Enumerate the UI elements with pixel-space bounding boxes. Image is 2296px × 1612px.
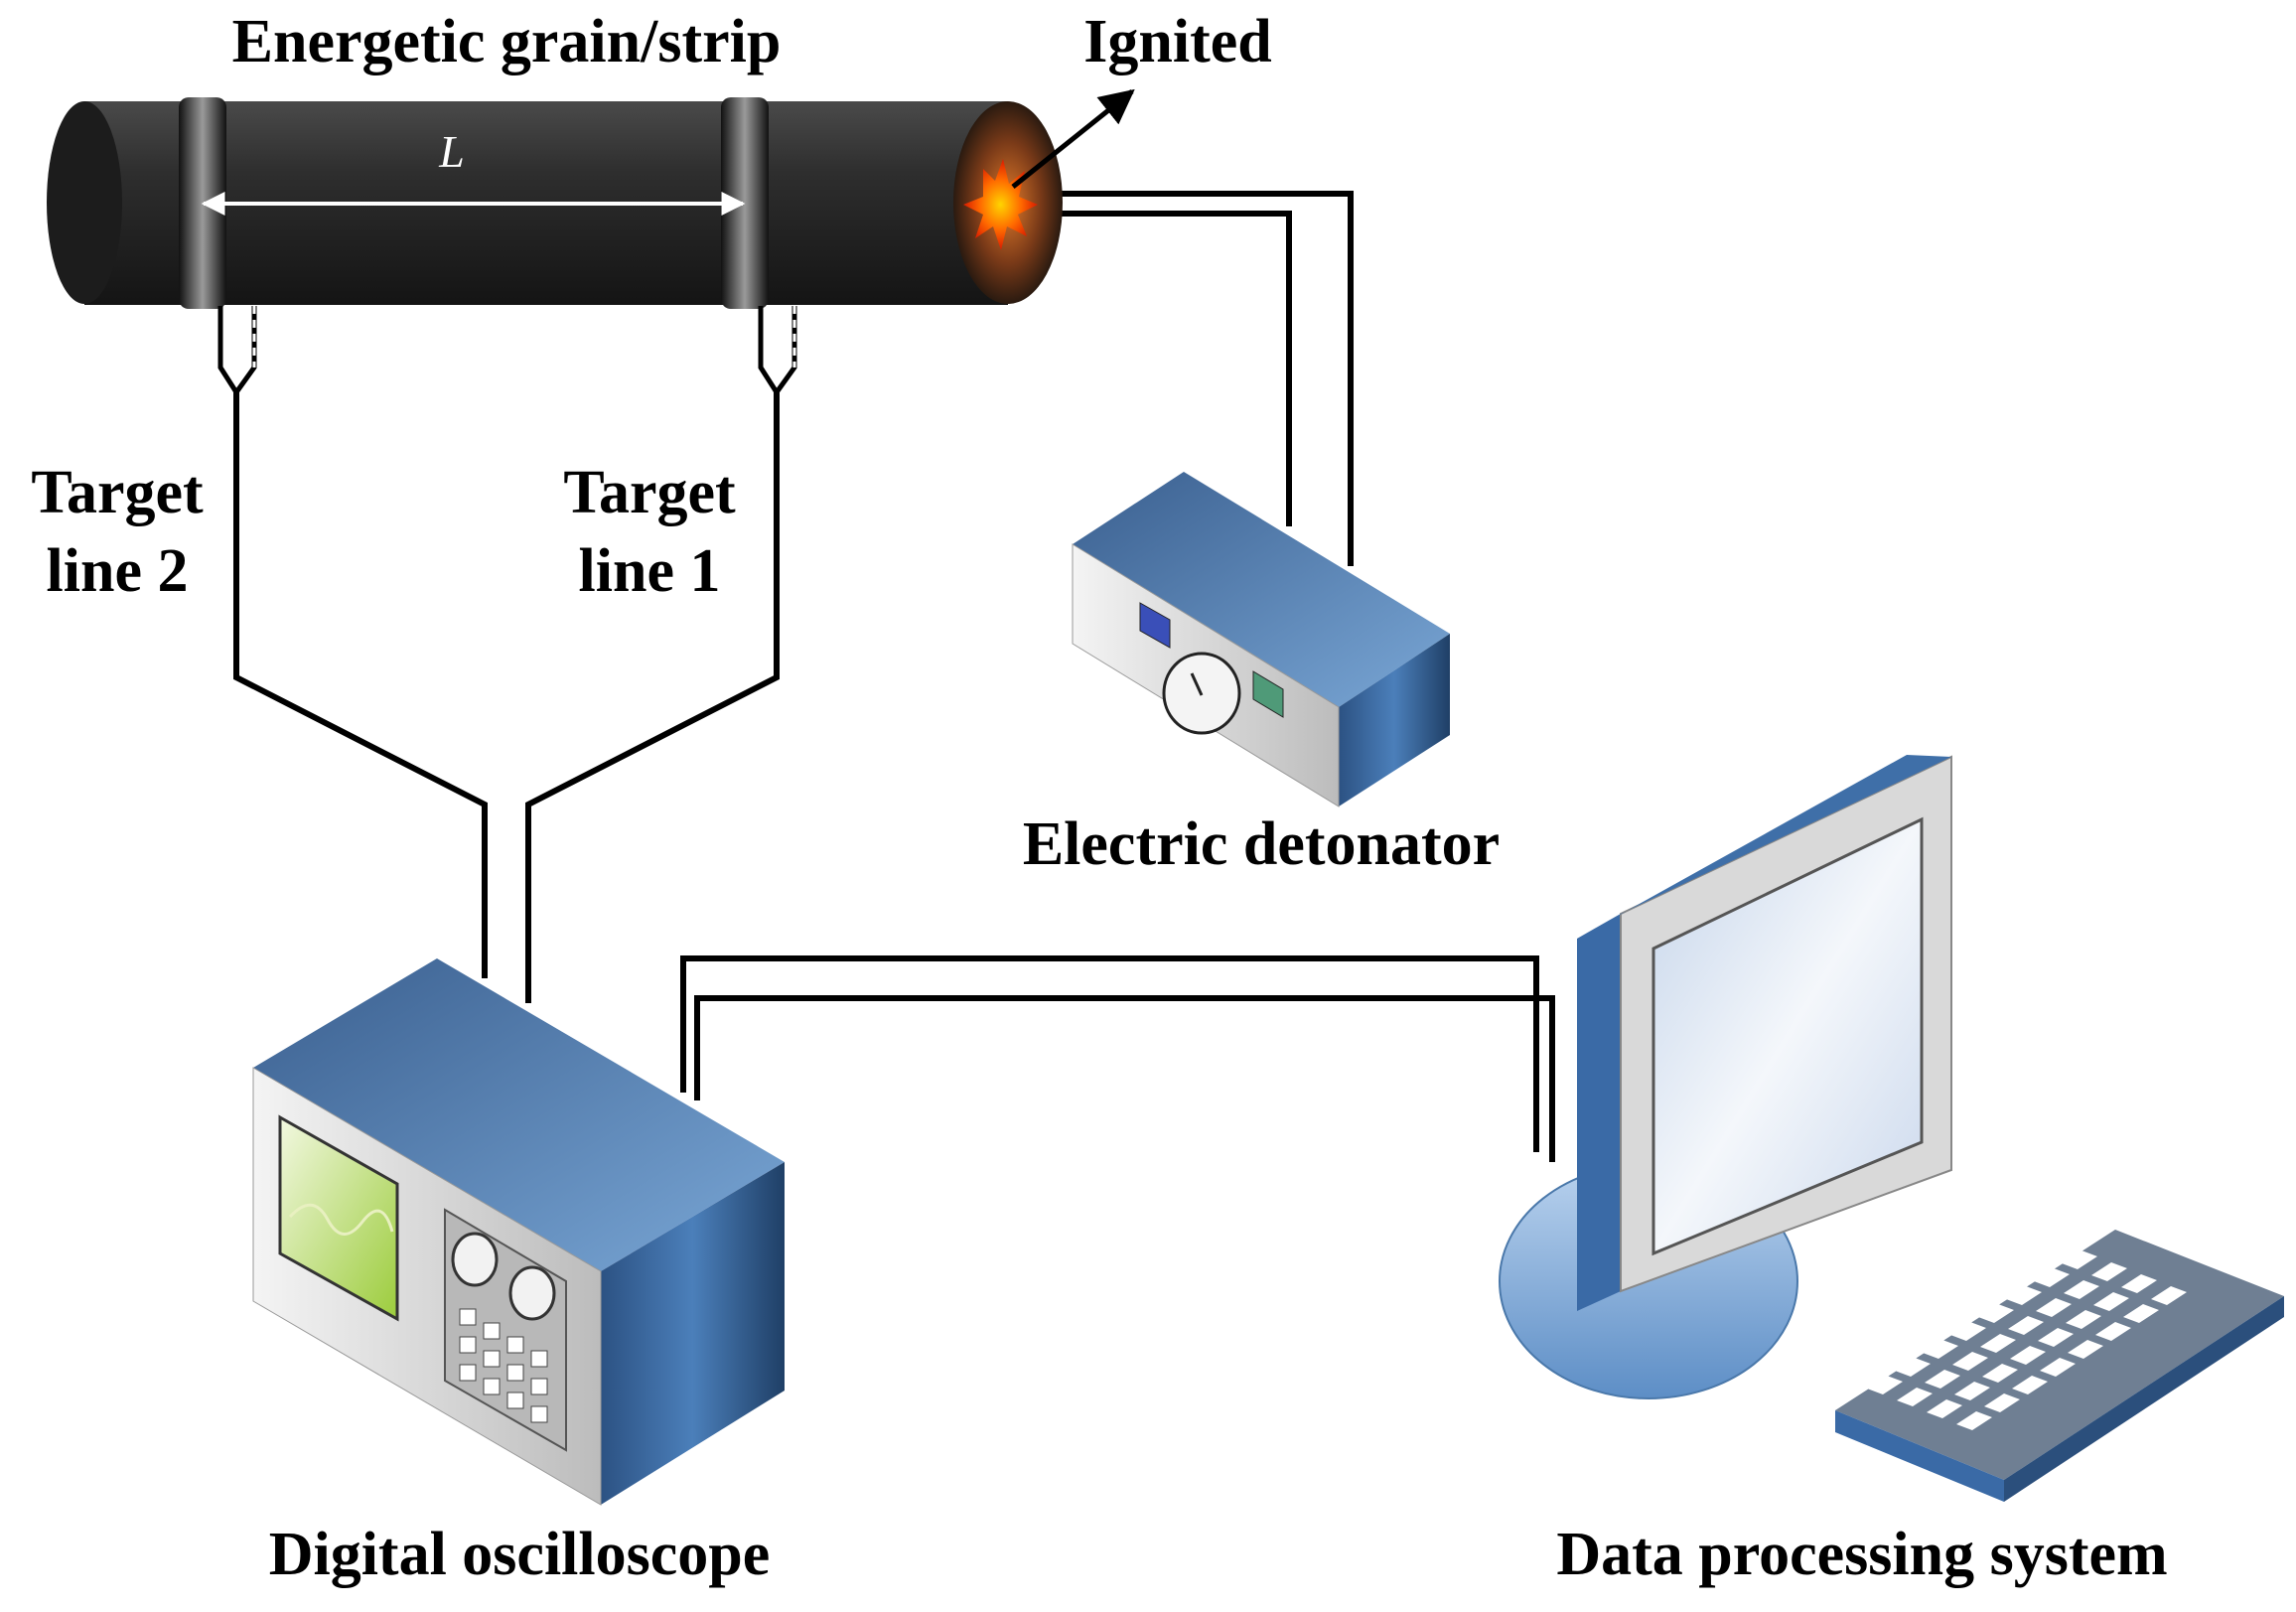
ignited-label: Ignited — [1083, 8, 1271, 75]
keyboard-key — [2095, 1322, 2131, 1341]
keyboard-key — [2006, 1286, 2042, 1305]
keyboard-key — [1954, 1382, 1990, 1400]
keyboard-key — [1923, 1340, 1958, 1359]
keyboard-key — [2012, 1376, 2048, 1394]
computer-label: Data processing system — [1556, 1521, 2167, 1588]
keyboard-key — [2038, 1328, 2074, 1347]
target-line-2-label-line1: Target — [31, 459, 204, 526]
keyboard-key — [1956, 1411, 1992, 1430]
keyboard-key — [1980, 1334, 2016, 1353]
keyboard-key — [2008, 1316, 2044, 1335]
keyboard-key — [2068, 1340, 2103, 1359]
target-line-2-label-line2: line 2 — [47, 537, 189, 605]
keyboard-key — [2064, 1280, 2099, 1299]
digital-oscilloscope — [252, 958, 785, 1506]
keyboard-key — [1925, 1370, 1960, 1389]
monitor-side — [1577, 914, 1621, 1311]
keyboard-key — [1984, 1393, 2020, 1412]
keyboard-key — [1978, 1304, 2014, 1323]
indicator-blue — [1139, 602, 1171, 649]
target-line-1-label-line1: Target — [563, 459, 736, 526]
clip-target-2 — [217, 306, 257, 397]
wire-target-line-2 — [233, 392, 488, 978]
keyboard-key — [2036, 1298, 2072, 1317]
energetic-grain: L — [47, 97, 1063, 397]
keyboard-icon — [1374, 1230, 2284, 1502]
keyboard-key — [1927, 1399, 1962, 1418]
grain-label: Energetic grain/strip — [232, 8, 782, 75]
ignited-arrow — [1011, 88, 1135, 189]
keyboard-key — [1952, 1352, 1988, 1371]
length-label: L — [438, 126, 465, 177]
knob-2 — [508, 1265, 556, 1321]
keyboard-keys — [1867, 1250, 2187, 1430]
target-line-1-label-line2: line 1 — [579, 537, 721, 605]
keyboard-key — [2040, 1358, 2076, 1377]
detonator-label: Electric detonator — [1023, 810, 1500, 878]
oscilloscope-label: Digital oscilloscope — [269, 1521, 771, 1588]
keyboard-key — [2010, 1346, 2046, 1365]
keyboard-key — [2093, 1292, 2129, 1311]
indicator-green — [1252, 670, 1284, 718]
keyboard-key — [2034, 1268, 2070, 1287]
keyboard-key — [1895, 1358, 1931, 1377]
clip-target-1 — [758, 306, 797, 397]
knob-1 — [451, 1232, 499, 1287]
keypad — [459, 1308, 548, 1423]
wire-target-line-1 — [525, 392, 780, 1003]
wire-oscilloscope-computer — [680, 955, 1555, 1162]
waveform-icon — [288, 1203, 394, 1236]
keyboard-key — [1867, 1376, 1903, 1394]
keyboard-key — [2123, 1304, 2159, 1323]
keyboard-key — [1950, 1322, 1986, 1341]
monitor-screen — [1651, 816, 1924, 1256]
wire-detonator — [1003, 191, 1354, 566]
keyboard-key — [2066, 1310, 2101, 1329]
data-processing-system — [1374, 755, 2284, 1502]
keyboard-key — [2121, 1274, 2157, 1293]
keyboard-key — [2151, 1286, 2187, 1305]
electric-detonator — [1072, 472, 1450, 807]
keyboard-key — [1982, 1364, 2018, 1383]
keyboard-key — [2062, 1250, 2097, 1269]
keyboard-key — [1897, 1388, 1933, 1406]
oscilloscope-screen — [278, 1114, 399, 1322]
keyboard-key — [2091, 1262, 2127, 1281]
